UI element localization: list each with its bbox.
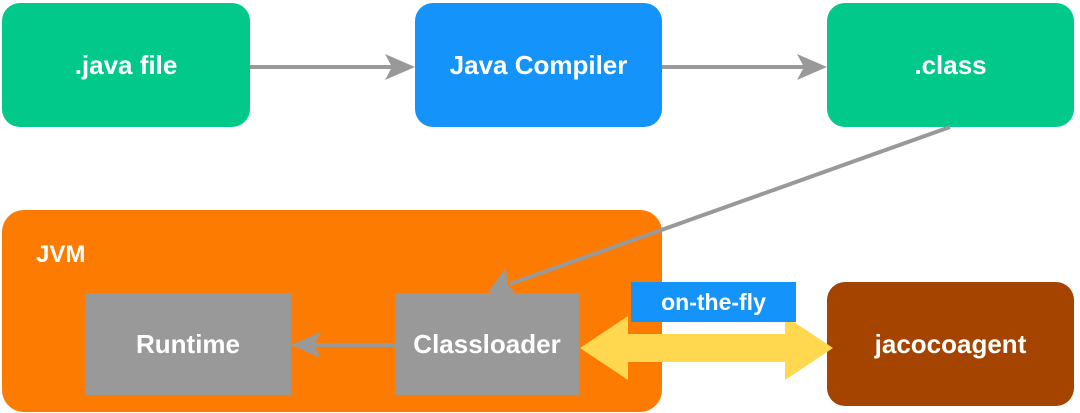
class-file-label: .class xyxy=(914,49,987,80)
classloader-label: Classloader xyxy=(413,328,561,359)
java-compiler-node: Java Compiler xyxy=(415,3,662,127)
arrow-compiler-to-class xyxy=(662,54,827,80)
jacocoagent-label: jacocoagent xyxy=(874,328,1027,359)
class-file-node: .class xyxy=(827,3,1074,127)
runtime-label: Runtime xyxy=(136,328,240,359)
classloader-node: Classloader xyxy=(395,293,579,395)
java-compiler-label: Java Compiler xyxy=(449,49,628,80)
java-file-node: .java file xyxy=(2,3,250,127)
arrow-java-to-compiler xyxy=(250,54,415,80)
jvm-label: JVM xyxy=(36,241,86,268)
jacocoagent-node: jacocoagent xyxy=(827,282,1074,406)
runtime-node: Runtime xyxy=(85,293,291,395)
on-the-fly-label: on-the-fly xyxy=(631,282,796,322)
java-file-label: .java file xyxy=(74,49,178,80)
